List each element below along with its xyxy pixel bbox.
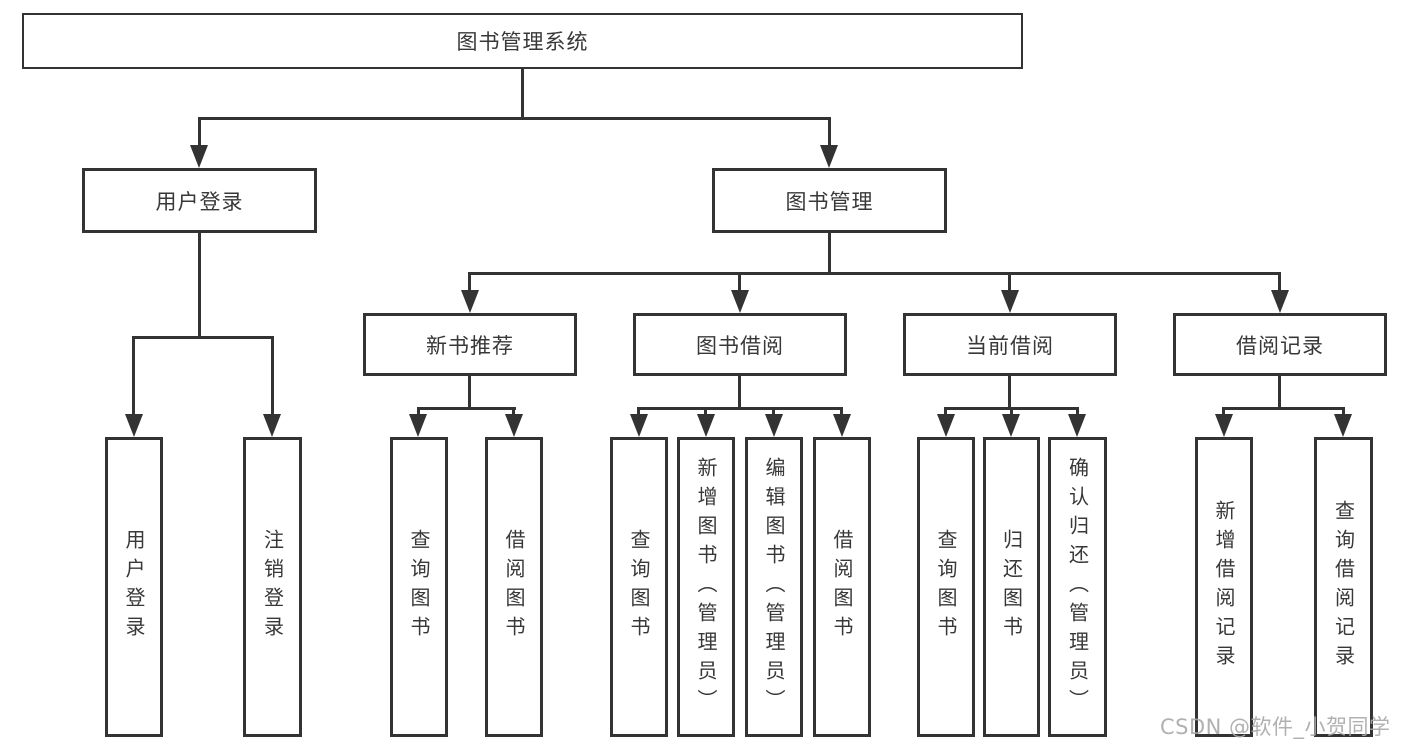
connector-line — [828, 117, 831, 145]
leaf-logout: 注销登录 — [243, 437, 302, 737]
connector-line — [198, 117, 201, 145]
leaf-add-borrow-record: 新增借阅记录 — [1195, 437, 1253, 737]
connector-line — [198, 117, 831, 120]
arrow-down-icon — [937, 414, 955, 437]
connector-line — [738, 376, 741, 410]
arrow-down-icon — [731, 290, 749, 313]
leaf-query-books-recommend: 查询图书 — [390, 437, 448, 737]
connector-line — [417, 407, 516, 410]
node-new-book-recommend: 新书推荐 — [363, 313, 577, 376]
connector-line — [944, 407, 947, 414]
node-book-borrow: 图书借阅 — [633, 313, 847, 376]
connector-line — [1278, 376, 1281, 410]
connector-line — [1342, 407, 1345, 414]
connector-line — [772, 407, 775, 414]
connector-line — [1010, 407, 1013, 414]
arrow-down-icon — [833, 414, 851, 437]
node-user-login: 用户登录 — [82, 168, 317, 233]
leaf-confirm-return-admin: 确认归还（管理员） — [1048, 437, 1107, 737]
arrow-down-icon — [765, 414, 783, 437]
connector-line — [704, 407, 707, 414]
connector-line — [468, 376, 471, 410]
connector-line — [512, 407, 515, 414]
arrow-down-icon — [1002, 414, 1020, 437]
connector-line — [417, 407, 420, 414]
connector-line — [1008, 272, 1011, 290]
leaf-user-login: 用户登录 — [105, 437, 163, 737]
arrow-down-icon — [461, 290, 479, 313]
connector-line — [1278, 272, 1281, 290]
arrow-down-icon — [1068, 414, 1086, 437]
connector-line — [738, 272, 741, 290]
leaf-add-book-admin: 新增图书（管理员） — [677, 437, 735, 737]
connector-line — [840, 407, 843, 414]
arrow-down-icon — [820, 145, 838, 168]
connector-line — [198, 233, 201, 339]
connector-line — [637, 407, 843, 410]
leaf-edit-book-admin: 编辑图书（管理员） — [745, 437, 803, 737]
node-book-management: 图书管理 — [712, 168, 947, 233]
connector-line — [1222, 407, 1345, 410]
leaf-query-books-current: 查询图书 — [917, 437, 975, 737]
arrow-down-icon — [630, 414, 648, 437]
connector-line — [468, 272, 1281, 275]
arrow-down-icon — [505, 414, 523, 437]
arrow-down-icon — [1334, 414, 1352, 437]
leaf-return-book: 归还图书 — [983, 437, 1040, 737]
connector-line — [132, 336, 274, 339]
leaf-query-books-borrow: 查询图书 — [610, 437, 668, 737]
connector-line — [1008, 376, 1011, 410]
connector-line — [271, 336, 274, 414]
leaf-borrow-books-recommend: 借阅图书 — [485, 437, 543, 737]
connector-line — [637, 407, 640, 414]
arrow-down-icon — [1271, 290, 1289, 313]
arrow-down-icon — [125, 414, 143, 437]
leaf-borrow-books: 借阅图书 — [813, 437, 871, 737]
arrow-down-icon — [409, 414, 427, 437]
arrow-down-icon — [1001, 290, 1019, 313]
connector-line — [1222, 407, 1225, 414]
node-current-borrow: 当前借阅 — [903, 313, 1117, 376]
connector-line — [1076, 407, 1079, 414]
arrow-down-icon — [1215, 414, 1233, 437]
arrow-down-icon — [190, 145, 208, 168]
connector-line — [521, 69, 524, 120]
node-library-system: 图书管理系统 — [22, 13, 1023, 69]
node-borrow-records: 借阅记录 — [1173, 313, 1387, 376]
leaf-query-borrow-record: 查询借阅记录 — [1314, 437, 1373, 737]
arrow-down-icon — [263, 414, 281, 437]
watermark-text: CSDN @软件_小贺同学 — [1160, 715, 1391, 739]
arrow-down-icon — [697, 414, 715, 437]
connector-line — [828, 233, 831, 275]
connector-line — [132, 336, 135, 414]
connector-line — [468, 272, 471, 290]
